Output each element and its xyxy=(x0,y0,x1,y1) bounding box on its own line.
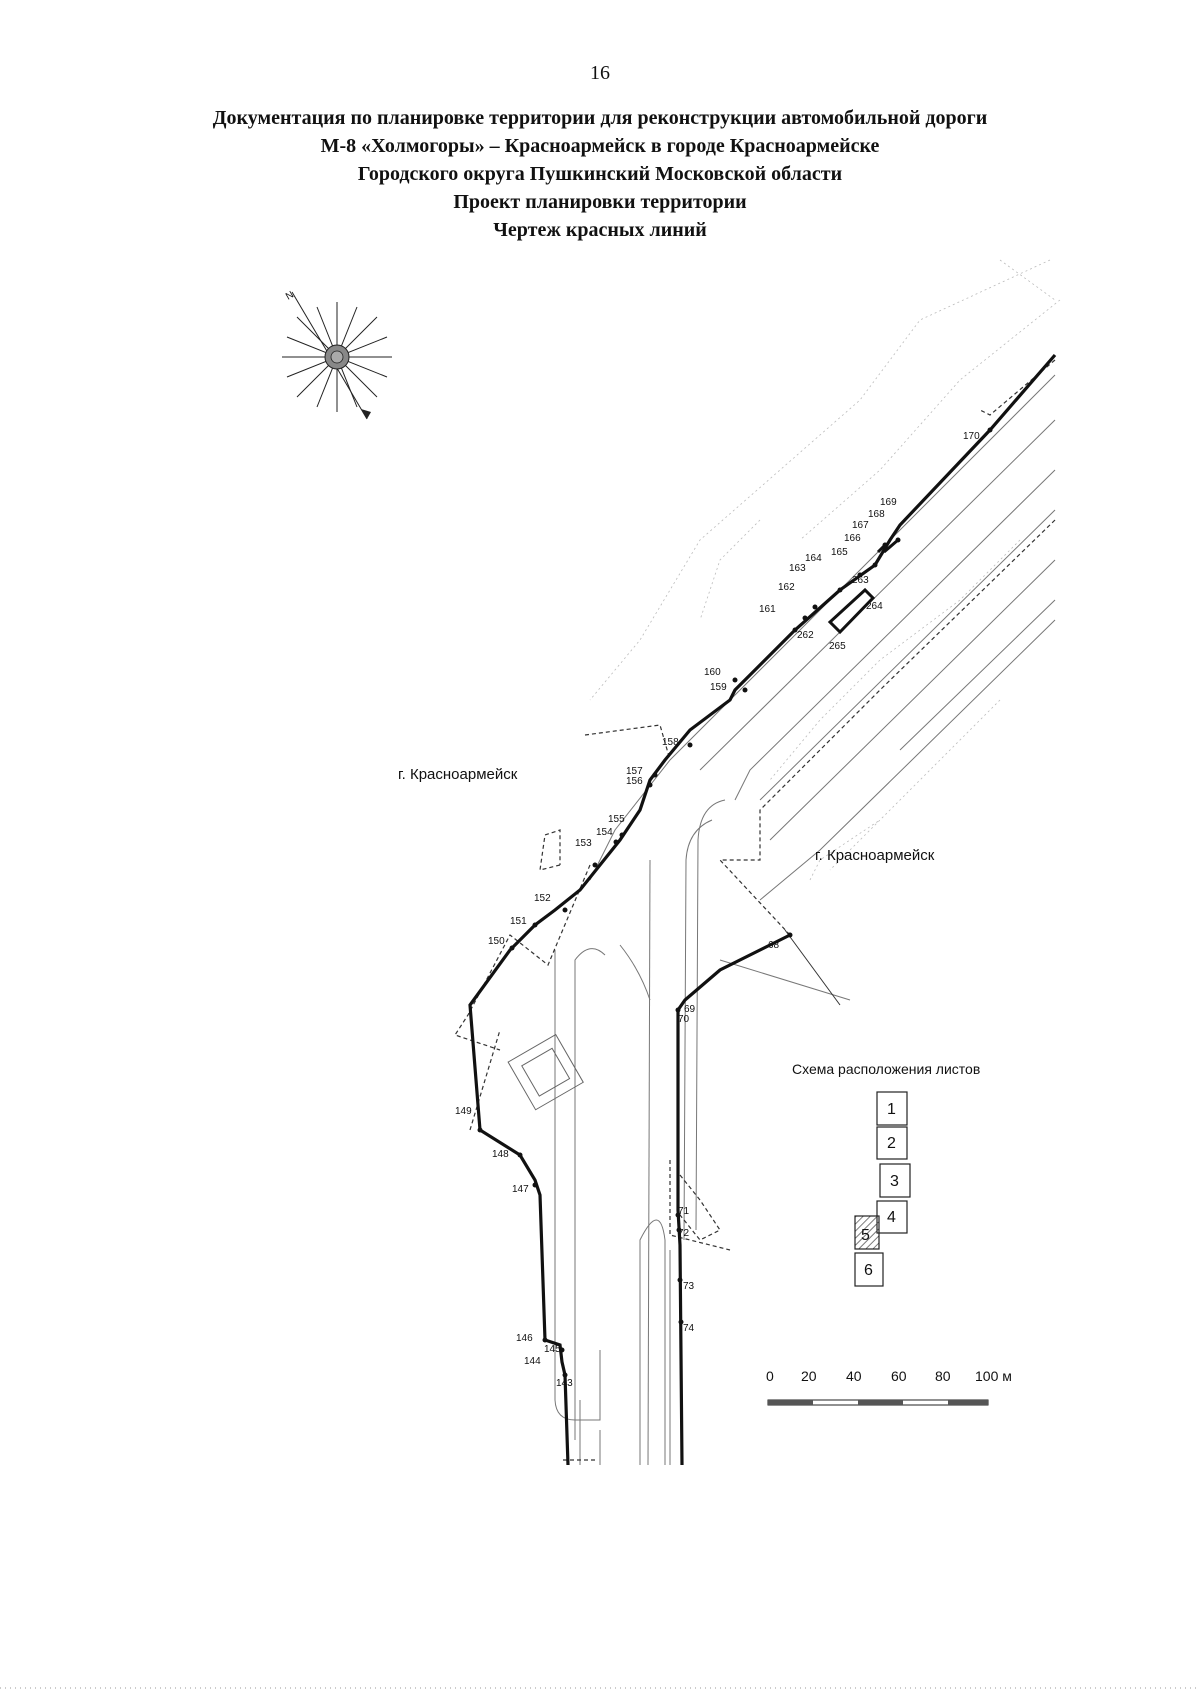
point-label-262: 262 xyxy=(797,630,814,641)
point-label-163: 163 xyxy=(789,563,806,574)
point-label-150: 150 xyxy=(488,936,505,947)
scale-tick-60: 60 xyxy=(891,1368,907,1384)
sheet-1-box xyxy=(876,1091,908,1126)
scale-tick-80: 80 xyxy=(935,1368,951,1384)
point-label-264: 264 xyxy=(866,601,883,612)
point-label-151: 151 xyxy=(510,916,527,927)
city-label-east: г. Красноармейск xyxy=(815,847,935,864)
point-label-69: 69 xyxy=(684,1004,696,1015)
sheet-1-label: 1 xyxy=(887,1101,896,1118)
scale-tick-0: 0 xyxy=(766,1368,774,1384)
point-label-167: 167 xyxy=(852,520,869,531)
point-label-265: 265 xyxy=(829,641,846,652)
point-label-164: 164 xyxy=(805,553,822,564)
point-label-157: 157 xyxy=(626,766,643,777)
scale-tick-40: 40 xyxy=(846,1368,862,1384)
title-line-4: Проект планировки территории xyxy=(453,191,747,213)
point-labels-west: 170 169 168 167 166 165 164 163 162 161 … xyxy=(455,431,980,1389)
point-label-155: 155 xyxy=(608,814,625,825)
point-label-158: 158 xyxy=(662,737,679,748)
point-label-153: 153 xyxy=(575,838,592,849)
title-line-1: Документация по планировке территории дл… xyxy=(212,107,988,129)
point-label-68: 68 xyxy=(768,940,780,951)
point-label-159: 159 xyxy=(710,682,727,693)
scale-tick-20: 20 xyxy=(801,1368,817,1384)
title-line-2: М-8 «Холмогоры» – Красноармейск в городе… xyxy=(320,135,880,157)
point-labels-east: 68 69 70 71 72 73 74 xyxy=(678,940,780,1334)
point-label-166: 166 xyxy=(844,533,861,544)
title-line-3: Городского округа Пушкинский Московской … xyxy=(357,163,843,185)
point-label-147: 147 xyxy=(512,1184,529,1195)
red-line-west xyxy=(468,353,1057,1466)
point-label-263: 263 xyxy=(852,575,869,586)
point-label-154: 154 xyxy=(596,827,613,838)
point-label-146: 146 xyxy=(516,1333,533,1344)
connector-line xyxy=(784,929,841,1006)
point-label-168: 168 xyxy=(868,509,885,520)
point-label-74: 74 xyxy=(683,1323,695,1334)
point-labels-inner: 263 264 262 265 xyxy=(797,575,883,652)
point-label-162: 162 xyxy=(778,582,795,593)
terrain-background xyxy=(589,259,1061,881)
title-line-5: Чертеж красных линий xyxy=(493,219,707,241)
sheet-4-label: 4 xyxy=(887,1209,896,1226)
sheet-2-label: 2 xyxy=(887,1135,896,1152)
sheet-3-box xyxy=(879,1163,911,1198)
sheet-layout-scheme: Схема расположения листов 1 2 3 4 5 6 xyxy=(792,1061,980,1287)
point-label-156: 156 xyxy=(626,776,643,787)
point-label-170: 170 xyxy=(963,431,980,442)
point-label-149: 149 xyxy=(455,1106,472,1117)
sheet-5-label: 5 xyxy=(861,1227,870,1244)
sheet-6-label: 6 xyxy=(864,1262,873,1279)
building xyxy=(507,1033,584,1111)
road-network xyxy=(554,374,1056,1466)
point-label-70: 70 xyxy=(678,1014,690,1025)
city-label-west: г. Красноармейск xyxy=(398,766,518,783)
point-label-160: 160 xyxy=(704,667,721,678)
sheet-scheme-title: Схема расположения листов xyxy=(792,1061,980,1077)
point-label-145: 145 xyxy=(544,1344,561,1355)
point-label-73: 73 xyxy=(683,1281,695,1292)
point-label-165: 165 xyxy=(831,547,848,558)
point-label-72: 72 xyxy=(678,1228,690,1239)
sheet-3-label: 3 xyxy=(890,1173,899,1190)
north-label: N xyxy=(284,289,296,302)
document-title: Документация по планировке территории дл… xyxy=(0,104,1200,244)
point-label-161: 161 xyxy=(759,604,776,615)
point-markers xyxy=(477,427,993,1378)
sheet-2-box xyxy=(876,1126,908,1160)
sheet-6-box xyxy=(854,1252,884,1287)
point-label-143: 143 xyxy=(556,1378,573,1389)
point-label-144: 144 xyxy=(524,1356,541,1367)
scale-bar: 0 20 40 60 80 100 м xyxy=(766,1368,1012,1406)
point-label-169: 169 xyxy=(880,497,897,508)
point-label-148: 148 xyxy=(492,1149,509,1160)
point-label-152: 152 xyxy=(534,893,551,904)
scale-tick-100: 100 м xyxy=(975,1368,1012,1384)
point-label-71: 71 xyxy=(678,1206,690,1217)
page-number: 16 xyxy=(590,62,610,84)
compass-rose-icon: N xyxy=(282,289,392,420)
sheet-5-box-current xyxy=(854,1215,880,1250)
